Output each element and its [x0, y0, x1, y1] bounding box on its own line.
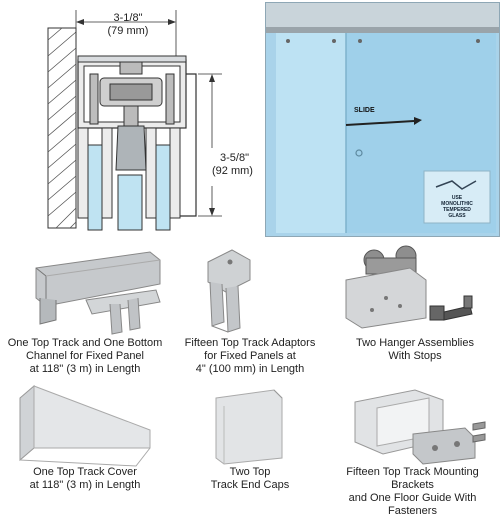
end-cap-image: [215, 389, 283, 465]
caption-line: One Top Track and One Bottom: [7, 337, 163, 349]
component-track-adaptors: Fifteen Top Track Adaptors for Fixed Pan…: [170, 240, 330, 375]
glass-decal: USE MONOLITHIC TEMPERED GLASS: [424, 195, 490, 219]
hanger-assembly-image: [345, 245, 473, 329]
component-caption: Two Top Track End Caps: [170, 466, 330, 492]
width-dimension-inches: 3-1/8": [113, 12, 143, 24]
caption-line: Two Hanger Assemblies: [356, 337, 474, 349]
caption-line: One Top Track Cover: [33, 466, 137, 478]
caption-line: Two Top: [229, 466, 271, 478]
door-photo: SLIDE USE MONOLITHIC TEMPERED GLASS: [265, 2, 500, 237]
component-caption: One Top Track Cover at 118" (3 m) in Len…: [0, 466, 170, 492]
bracket-and-guide-image: [354, 389, 486, 465]
track-adaptor-image: [207, 249, 251, 333]
component-track-cover: One Top Track Cover at 118" (3 m) in Len…: [0, 378, 170, 500]
caption-line: and One Floor Guide With Fasteners: [348, 492, 477, 517]
component-brackets-and-floor-guide: Fifteen Top Track Mounting Brackets and …: [325, 378, 500, 517]
component-hanger-assemblies: Two Hanger Assemblies With Stops: [330, 240, 500, 370]
height-dimension-inches: 3-5/8": [220, 152, 249, 164]
track-cover-image: [19, 384, 151, 467]
caption-line: Fifteen Top Track Adaptors: [184, 337, 316, 349]
component-caption: Fifteen Top Track Mounting Brackets and …: [325, 466, 500, 518]
caption-line: Track End Caps: [210, 479, 290, 491]
component-top-track-and-channel: One Top Track and One Bottom Channel for…: [0, 240, 170, 375]
component-caption: Two Hanger Assemblies With Stops: [330, 337, 500, 363]
caption-line: With Stops: [388, 350, 442, 362]
slide-label: SLIDE: [354, 107, 375, 114]
decal-line: USE: [451, 195, 463, 201]
section-diagram: 3-1/8" (79 mm) 3-5/8" (92 mm): [0, 0, 260, 235]
caption-line: Channel for Fixed Panel: [25, 350, 144, 362]
top-track-image: [35, 251, 161, 335]
caption-line: for Fixed Panels at: [204, 350, 296, 362]
decal-line: TEMPERED: [443, 207, 471, 213]
decal-line: GLASS: [448, 213, 466, 219]
decal-line: MONOLITHIC: [441, 201, 473, 207]
caption-line: Fifteen Top Track Mounting Brackets: [346, 466, 479, 491]
track-section-drawing: [47, 10, 222, 231]
caption-line: 4" (100 mm) in Length: [195, 363, 305, 375]
door-photo-drawing: [266, 3, 499, 236]
width-dimension-mm: (79 mm): [107, 25, 149, 37]
height-dimension-mm: (92 mm): [212, 165, 253, 177]
component-end-caps: Two Top Track End Caps: [170, 378, 330, 500]
component-caption: One Top Track and One Bottom Channel for…: [0, 337, 170, 376]
caption-line: at 118" (3 m) in Length: [29, 363, 141, 375]
component-caption: Fifteen Top Track Adaptors for Fixed Pan…: [170, 337, 330, 376]
caption-line: at 118" (3 m) in Length: [29, 479, 141, 491]
